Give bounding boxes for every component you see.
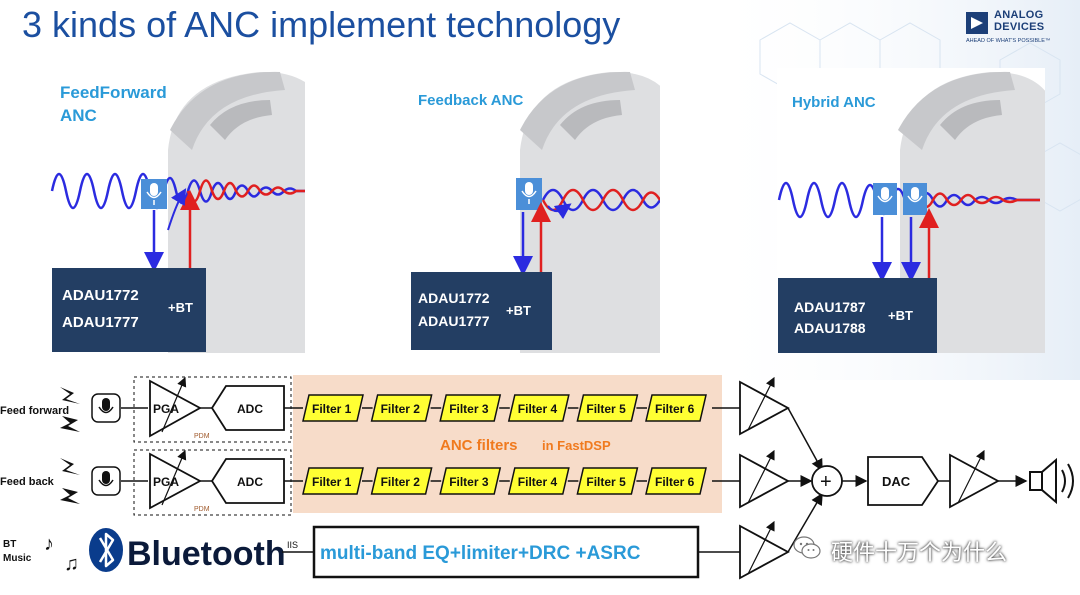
anti-noise-wave xyxy=(917,192,1040,209)
gain-amp xyxy=(739,524,790,580)
music-note-icon: ♫ xyxy=(64,553,79,575)
pga-amp xyxy=(149,379,202,438)
panel-label-2: ANC xyxy=(60,106,97,125)
anti-noise-wave xyxy=(541,188,660,212)
output-amp xyxy=(949,453,1000,509)
chip-line2: ADAU1777 xyxy=(418,313,490,329)
earcup-shape xyxy=(898,71,1015,150)
analog-devices-logo-icon xyxy=(966,12,988,34)
filter-block xyxy=(439,467,502,495)
panel-feedback: ADAU1772 ADAU1777 +BT Feedback ANC xyxy=(410,68,660,353)
adc-label: ADC xyxy=(237,475,263,489)
dac-block xyxy=(867,456,940,506)
music-note-icon: ♪ xyxy=(44,533,54,555)
filter-group-suffix: in FastDSP xyxy=(542,438,611,453)
filter-group-label: ANC filters xyxy=(440,437,518,454)
filter-label: Filter 2 xyxy=(381,402,421,416)
adc-label: ADC xyxy=(237,402,263,416)
pga-amp xyxy=(149,452,202,510)
pdm-label: PDM xyxy=(194,433,210,440)
filter-label: Filter 1 xyxy=(312,475,352,489)
gain-amp xyxy=(739,453,790,509)
analog-devices-logo: ANALOG DEVICES AHEAD OF WHAT'S POSSIBLE™ xyxy=(966,10,1076,50)
filter-block xyxy=(507,394,570,422)
filter-block xyxy=(439,394,502,422)
chip-suffix: +BT xyxy=(168,300,193,315)
filter-label: Filter 1 xyxy=(312,402,352,416)
filter-block xyxy=(302,467,364,495)
pdm-dashed-box xyxy=(133,376,292,443)
filter-block xyxy=(302,394,364,422)
filter-label: Filter 3 xyxy=(449,402,489,416)
chip-box xyxy=(778,278,937,353)
pga-label: PGA xyxy=(153,475,179,489)
head-silhouette xyxy=(520,71,660,353)
earcup-inner xyxy=(560,100,622,140)
gain-amp xyxy=(739,380,790,436)
filter-row-feedforward: Filter 1 Filter 2 Filter 3 Filter 4 Filter 5… xyxy=(302,394,707,422)
sound-wave-icon xyxy=(60,458,80,504)
logo-tagline: AHEAD OF WHAT'S POSSIBLE™ xyxy=(966,38,1051,44)
panel-hybrid: ADAU1787 ADAU1788 +BT Hybrid ANC xyxy=(777,68,1045,353)
filter-block xyxy=(576,394,639,422)
page-title: 3 kinds of ANC implement technology xyxy=(22,4,621,45)
panel-label: Hybrid ANC xyxy=(792,94,876,111)
noise-wave xyxy=(777,181,1040,219)
chip-suffix: +BT xyxy=(506,303,531,318)
pga-label: PGA xyxy=(153,402,179,416)
filter-row-feedback: Filter 1 Filter 2 Filter 3 Filter 4 Filter 5… xyxy=(302,467,707,495)
chip-suffix: +BT xyxy=(888,308,913,323)
iis-label: IIS xyxy=(287,540,298,550)
dac-label: DAC xyxy=(882,474,911,489)
filter-block xyxy=(576,467,639,495)
chip-line2: ADAU1788 xyxy=(794,320,866,336)
pdm-dashed-box xyxy=(133,449,292,516)
summing-node-label: + xyxy=(820,471,832,493)
sound-wave-icon xyxy=(60,387,80,432)
speaker-icon xyxy=(1029,457,1074,505)
logo-line1: ANALOG xyxy=(994,9,1044,21)
input-label-feedforward: Feed forward xyxy=(0,405,69,417)
bluetooth-wordmark: Bluetooth xyxy=(127,535,286,573)
filter-label: Filter 5 xyxy=(586,475,626,489)
filter-block xyxy=(370,394,433,422)
chip-line2: ADAU1777 xyxy=(62,314,139,331)
eq-block-label: multi-band EQ+limiter+DRC +ASRC xyxy=(320,543,641,564)
filter-label: Filter 5 xyxy=(586,402,626,416)
earcup-shape xyxy=(520,71,635,150)
input-label-feedback: Feed back xyxy=(0,476,55,488)
pdm-label: PDM xyxy=(194,506,210,513)
filter-block xyxy=(370,467,433,495)
earcup-inner xyxy=(210,100,272,140)
wechat-watermark: 硬件十万个为什么 xyxy=(793,533,1063,566)
panel-feedforward: ADAU1772 ADAU1777 +BT FeedForward ANC xyxy=(50,68,305,353)
bt-music-label-2: Music xyxy=(3,553,32,564)
filter-label: Filter 4 xyxy=(518,475,558,489)
filter-label: Filter 6 xyxy=(655,475,695,489)
watermark-text: 硬件十万个为什么 xyxy=(831,541,1008,566)
filter-block xyxy=(645,467,707,495)
filter-label: Filter 3 xyxy=(449,475,489,489)
chip-box xyxy=(411,272,552,350)
filter-block xyxy=(507,467,570,495)
wechat-icon xyxy=(793,536,821,559)
filter-label: Filter 2 xyxy=(381,475,421,489)
bt-music-label: BT xyxy=(3,539,16,550)
filter-label: Filter 4 xyxy=(518,402,558,416)
earcup-inner xyxy=(940,100,1002,140)
earcup-shape xyxy=(170,71,285,150)
chip-line1: ADAU1787 xyxy=(794,299,866,315)
chip-line1: ADAU1772 xyxy=(62,287,139,304)
anti-noise-wave xyxy=(186,179,305,203)
filter-label: Filter 6 xyxy=(655,402,695,416)
chip-box xyxy=(52,268,206,352)
filter-block xyxy=(645,394,707,422)
logo-line2: DEVICES xyxy=(994,21,1045,33)
chip-line1: ADAU1772 xyxy=(418,290,490,306)
signal-chain: ANC filters in FastDSP Feed forward PGA … xyxy=(0,375,1074,580)
bluetooth-icon xyxy=(89,528,123,572)
panel-label: Feedback ANC xyxy=(418,92,523,109)
panel-label: FeedForward xyxy=(60,83,167,102)
